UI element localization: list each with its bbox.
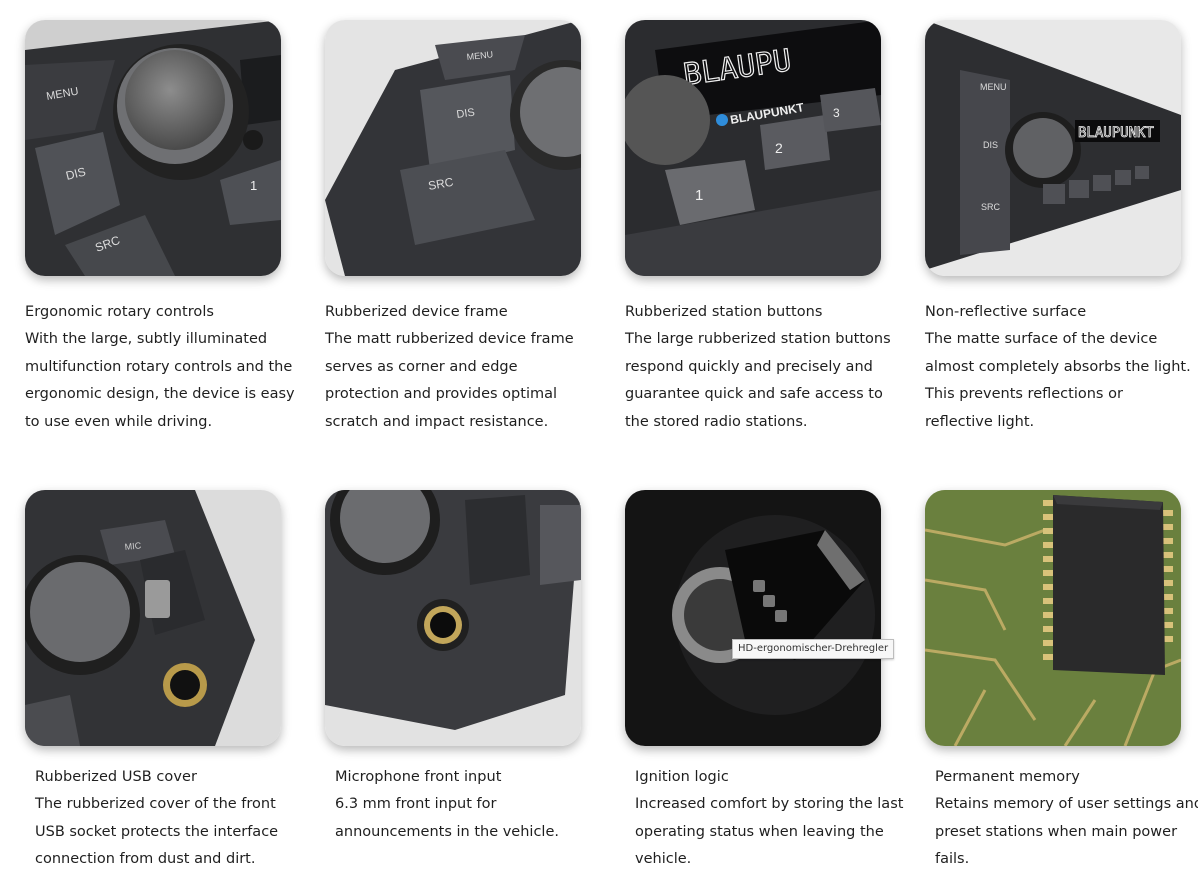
- radio-display-illustration: BLAUPU BLAUPUNKT 1 2 3: [625, 20, 881, 276]
- feature-description: The large rubberized station buttons res…: [625, 331, 891, 430]
- feature-description: Increased comfort by storing the last op…: [635, 796, 904, 867]
- preset-3-label: 3: [833, 106, 840, 120]
- feature-title: Non-reflective surface: [925, 304, 1087, 320]
- radio-closeup-illustration: MENU DIS SRC 1: [25, 20, 281, 276]
- feature-caption: Non-reflective surface The matte surface…: [925, 299, 1195, 436]
- feature-description: With the large, subtly illuminated multi…: [25, 331, 295, 430]
- preset-2-label: 2: [775, 140, 783, 156]
- feature-caption: Rubberized USB cover The rubberized cove…: [35, 764, 305, 874]
- src-label: SRC: [427, 175, 455, 193]
- dis-label: DIS: [64, 164, 87, 182]
- feature-title: Rubberized USB cover: [35, 769, 197, 785]
- radio-front-illustration: BLAUPUNKT MENU DIS SRC: [925, 20, 1181, 276]
- rotary-controls-image[interactable]: MENU DIS SRC 1: [25, 20, 281, 276]
- feature-description: The rubberized cover of the front USB so…: [35, 796, 279, 867]
- microphone-input-image[interactable]: [325, 490, 581, 746]
- station-buttons-image[interactable]: BLAUPU BLAUPUNKT 1 2 3: [625, 20, 881, 276]
- permanent-memory-image[interactable]: [925, 490, 1181, 746]
- feature-title: Rubberized device frame: [325, 304, 508, 320]
- preset-1-label: 1: [695, 187, 703, 204]
- feature-caption: Rubberized device frame The matt rubberi…: [325, 299, 595, 436]
- feature-description: The matt rubberized device frame serves …: [325, 331, 574, 430]
- dis-label: DIS: [456, 107, 476, 121]
- feature-caption: Rubberized station buttons The large rub…: [625, 299, 895, 436]
- display-text: BLAUPUNKT: [1078, 125, 1154, 141]
- src-label: SRC: [981, 202, 1001, 212]
- feature-title: Ignition logic: [635, 769, 729, 785]
- mic-jack-illustration: [325, 490, 581, 746]
- non-reflective-image[interactable]: BLAUPUNKT MENU DIS SRC: [925, 20, 1181, 276]
- ignition-logic-image[interactable]: [625, 490, 881, 746]
- feature-title: Microphone front input: [335, 769, 502, 785]
- feature-title: Rubberized station buttons: [625, 304, 823, 320]
- menu-label: MENU: [466, 49, 493, 62]
- feature-caption: Ergonomic rotary controls With the large…: [25, 299, 295, 436]
- feature-caption: Microphone front input 6.3 mm front inpu…: [335, 764, 605, 846]
- usb-cover-image[interactable]: MIC: [25, 490, 281, 746]
- feature-description: Retains memory of user settings and pres…: [935, 796, 1198, 867]
- usb-port-illustration: MIC: [25, 490, 281, 746]
- feature-description: 6.3 mm front input for announcements in …: [335, 796, 559, 840]
- feature-description: The matte surface of the device almost c…: [925, 331, 1191, 430]
- menu-label: MENU: [980, 82, 1007, 92]
- menu-label: MENU: [45, 86, 79, 103]
- preset-1-label: 1: [250, 178, 257, 193]
- feature-caption: Ignition logic Increased comfort by stor…: [635, 764, 905, 874]
- car-key-illustration: [625, 490, 881, 746]
- mic-label: MIC: [124, 540, 142, 552]
- feature-title: Permanent memory: [935, 769, 1080, 785]
- dis-label: DIS: [983, 140, 998, 150]
- feature-title: Ergonomic rotary controls: [25, 304, 215, 320]
- radio-corner-illustration: MENU DIS SRC: [325, 20, 581, 276]
- image-tooltip: HD-ergonomischer-Drehregler: [732, 639, 895, 659]
- feature-caption: Permanent memory Retains memory of user …: [935, 764, 1198, 874]
- device-frame-image[interactable]: MENU DIS SRC: [325, 20, 581, 276]
- circuit-board-illustration: [925, 490, 1181, 746]
